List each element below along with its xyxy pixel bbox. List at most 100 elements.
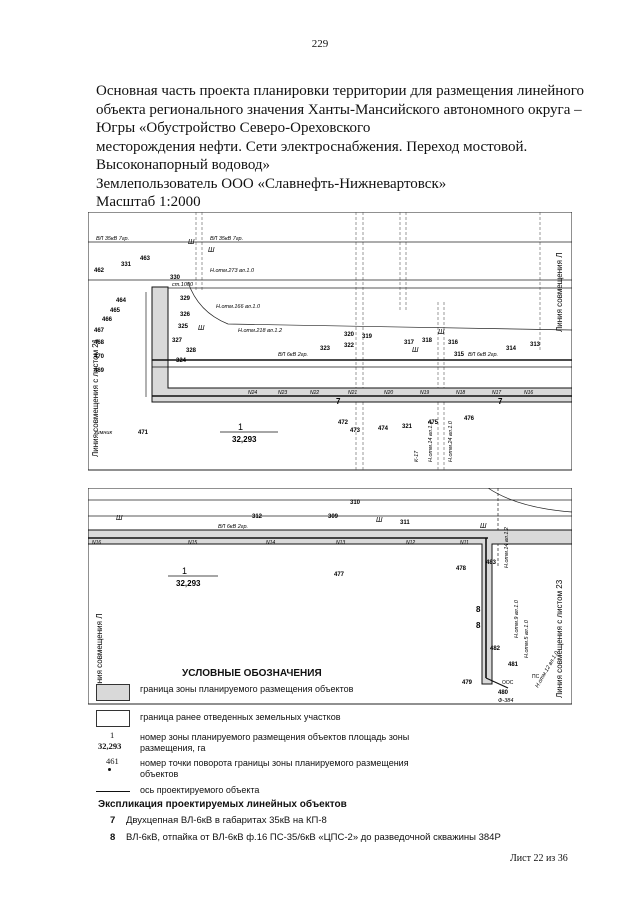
explication-item: 8 ВЛ-6кВ, отпайка от ВЛ-6кВ ф.16 ПС-35/6к… <box>110 832 501 843</box>
legend-text: граница зоны планируемого размещения объ… <box>140 684 354 694</box>
legend-text: граница ранее отведенных земельных участ… <box>140 712 341 722</box>
point-label: 313 <box>530 342 541 348</box>
point-label: 472 <box>338 420 349 426</box>
zone-callout: 1 32,293 <box>220 422 278 444</box>
symbol-label: Ш <box>438 329 445 336</box>
page-number: 229 <box>311 38 329 50</box>
point-label: 476 <box>464 416 475 422</box>
explication-number: 8 <box>110 832 116 843</box>
symbol-label: Ш <box>376 517 383 524</box>
survey-lines <box>195 212 541 470</box>
object-number: 8 <box>476 621 481 630</box>
point-label: 311 <box>400 520 410 526</box>
point-label: 464 <box>116 298 127 304</box>
point-label: 310 <box>350 500 361 506</box>
line-label: Н.отм.218 вл.1.2 <box>238 328 282 334</box>
side-label-left: Линия совмещения с листом 21 <box>91 338 100 457</box>
axis-line-icon <box>96 791 130 792</box>
line-label: Н.отм.273 вл.1.0 <box>210 268 255 274</box>
line-label: Н.отм.9 вл.1.0 <box>514 599 520 638</box>
point-label: 479 <box>462 680 473 686</box>
legend-swatch <box>96 710 130 727</box>
map-fragment-top: Линия совмещения с листом 21 Линия совме… <box>88 212 572 471</box>
explication-text: Двухцепная ВЛ-6кВ в габаритах 35кВ на КП… <box>126 815 327 826</box>
point-label: 470 <box>94 354 105 360</box>
zone-area: 32,293 <box>176 579 201 588</box>
point-label: 318 <box>422 338 433 344</box>
symbol-label: Ш <box>188 239 195 246</box>
legend-text: номер точки поворота границы зоны планир… <box>140 758 409 779</box>
picket-label: N16 <box>92 540 101 546</box>
object-number: 7 <box>498 397 503 406</box>
line-label: Н.отм.14 вл.1.2 <box>504 527 510 568</box>
zone-corridor <box>88 529 572 689</box>
title-line: месторождения нефти. Сети электроснабжен… <box>96 138 528 155</box>
side-label-left: Линия совмещения Л <box>95 614 104 693</box>
point-label: 466 <box>102 317 113 323</box>
point-label: 465 <box>110 308 121 314</box>
picket-label: N13 <box>336 540 345 546</box>
line-label: Ф-384 <box>498 698 513 704</box>
picket-label: N22 <box>310 390 319 396</box>
point-label: 469 <box>94 368 105 374</box>
legend-symbol: 1 <box>110 730 115 740</box>
picket-label: N18 <box>456 390 465 396</box>
picket-label: N19 <box>420 390 429 396</box>
point-label: 474 <box>378 426 389 432</box>
title-line: Высоконапорный водовод» <box>96 157 271 173</box>
point-label: 327 <box>172 338 183 344</box>
explication-number: 7 <box>110 815 116 826</box>
point-label: 321 <box>402 424 413 430</box>
point-dot-icon <box>108 768 111 771</box>
line-label: Н.отм.14 вл.1.2 <box>428 421 434 462</box>
object-number: 8 <box>476 605 481 614</box>
map-frame <box>88 488 572 705</box>
line-label: ВЛ 35кВ 7гр. <box>210 236 243 242</box>
point-label: 468 <box>94 340 105 346</box>
picket-label: N23 <box>278 390 287 396</box>
point-label: 473 <box>350 428 361 434</box>
point-label: 315 <box>454 352 465 358</box>
point-label: 331 <box>121 262 132 268</box>
picket-label: N14 <box>266 540 275 546</box>
point-label: 314 <box>506 346 517 352</box>
point-label: 312 <box>252 514 263 520</box>
picket-label: N15 <box>188 540 197 546</box>
point-label: 326 <box>180 312 191 318</box>
symbol-label: Ш <box>116 515 123 522</box>
point-label: 477 <box>334 572 345 578</box>
map-fragment-bottom: Линия совмещения Л Линия совмещения с ли… <box>88 488 572 705</box>
explication-text: ВЛ-6кВ, отпайка от ВЛ-6кВ ф.16 ПС-35/6кВ… <box>126 832 501 843</box>
line-label: Н.отм.24 вл.1.0 <box>448 420 454 462</box>
zone-area: 32,293 <box>232 435 257 444</box>
point-label: 320 <box>344 332 355 338</box>
sheet-footer: Лист 22 из 36 <box>510 853 568 864</box>
point-label: 471 <box>138 430 149 436</box>
point-label: 319 <box>362 334 373 340</box>
existing-lines <box>88 488 572 568</box>
side-label-right: Линия совмещения с листом 23 <box>555 579 564 698</box>
point-label: 480 <box>498 690 509 696</box>
picket-label: N20 <box>384 390 393 396</box>
zone-corridor <box>151 286 572 403</box>
explication-title: Экспликация проектируемых линейных объек… <box>98 799 347 810</box>
picket-label: N12 <box>406 540 415 546</box>
line-label: Н.отм.166 вл.1.0 <box>216 304 261 310</box>
side-label-right: Линия совмещения Л <box>555 253 564 332</box>
symbol-label: Ш <box>198 325 205 332</box>
legend-symbol: 32,293 <box>98 741 122 751</box>
picket-label: N16 <box>524 390 533 396</box>
scale-line: Масштаб 1:2000 <box>96 194 201 210</box>
legend-symbol: 461 <box>106 756 119 766</box>
symbol-label: Ш <box>412 347 419 354</box>
symbol-label: Ш <box>480 523 487 530</box>
line-label: ВЛ 6кВ 2гр. <box>218 524 248 530</box>
line-label: ВЛ 35кВ 7гр. <box>96 236 129 242</box>
picket-label: N24 <box>248 390 257 396</box>
point-label: 324 <box>176 358 187 364</box>
title-line: Югры «Обустройство Северо-Ореховского <box>96 120 371 136</box>
point-label: 478 <box>456 566 467 572</box>
point-label: 482 <box>490 646 501 652</box>
map-frame <box>88 212 572 471</box>
point-label: 322 <box>344 343 355 349</box>
